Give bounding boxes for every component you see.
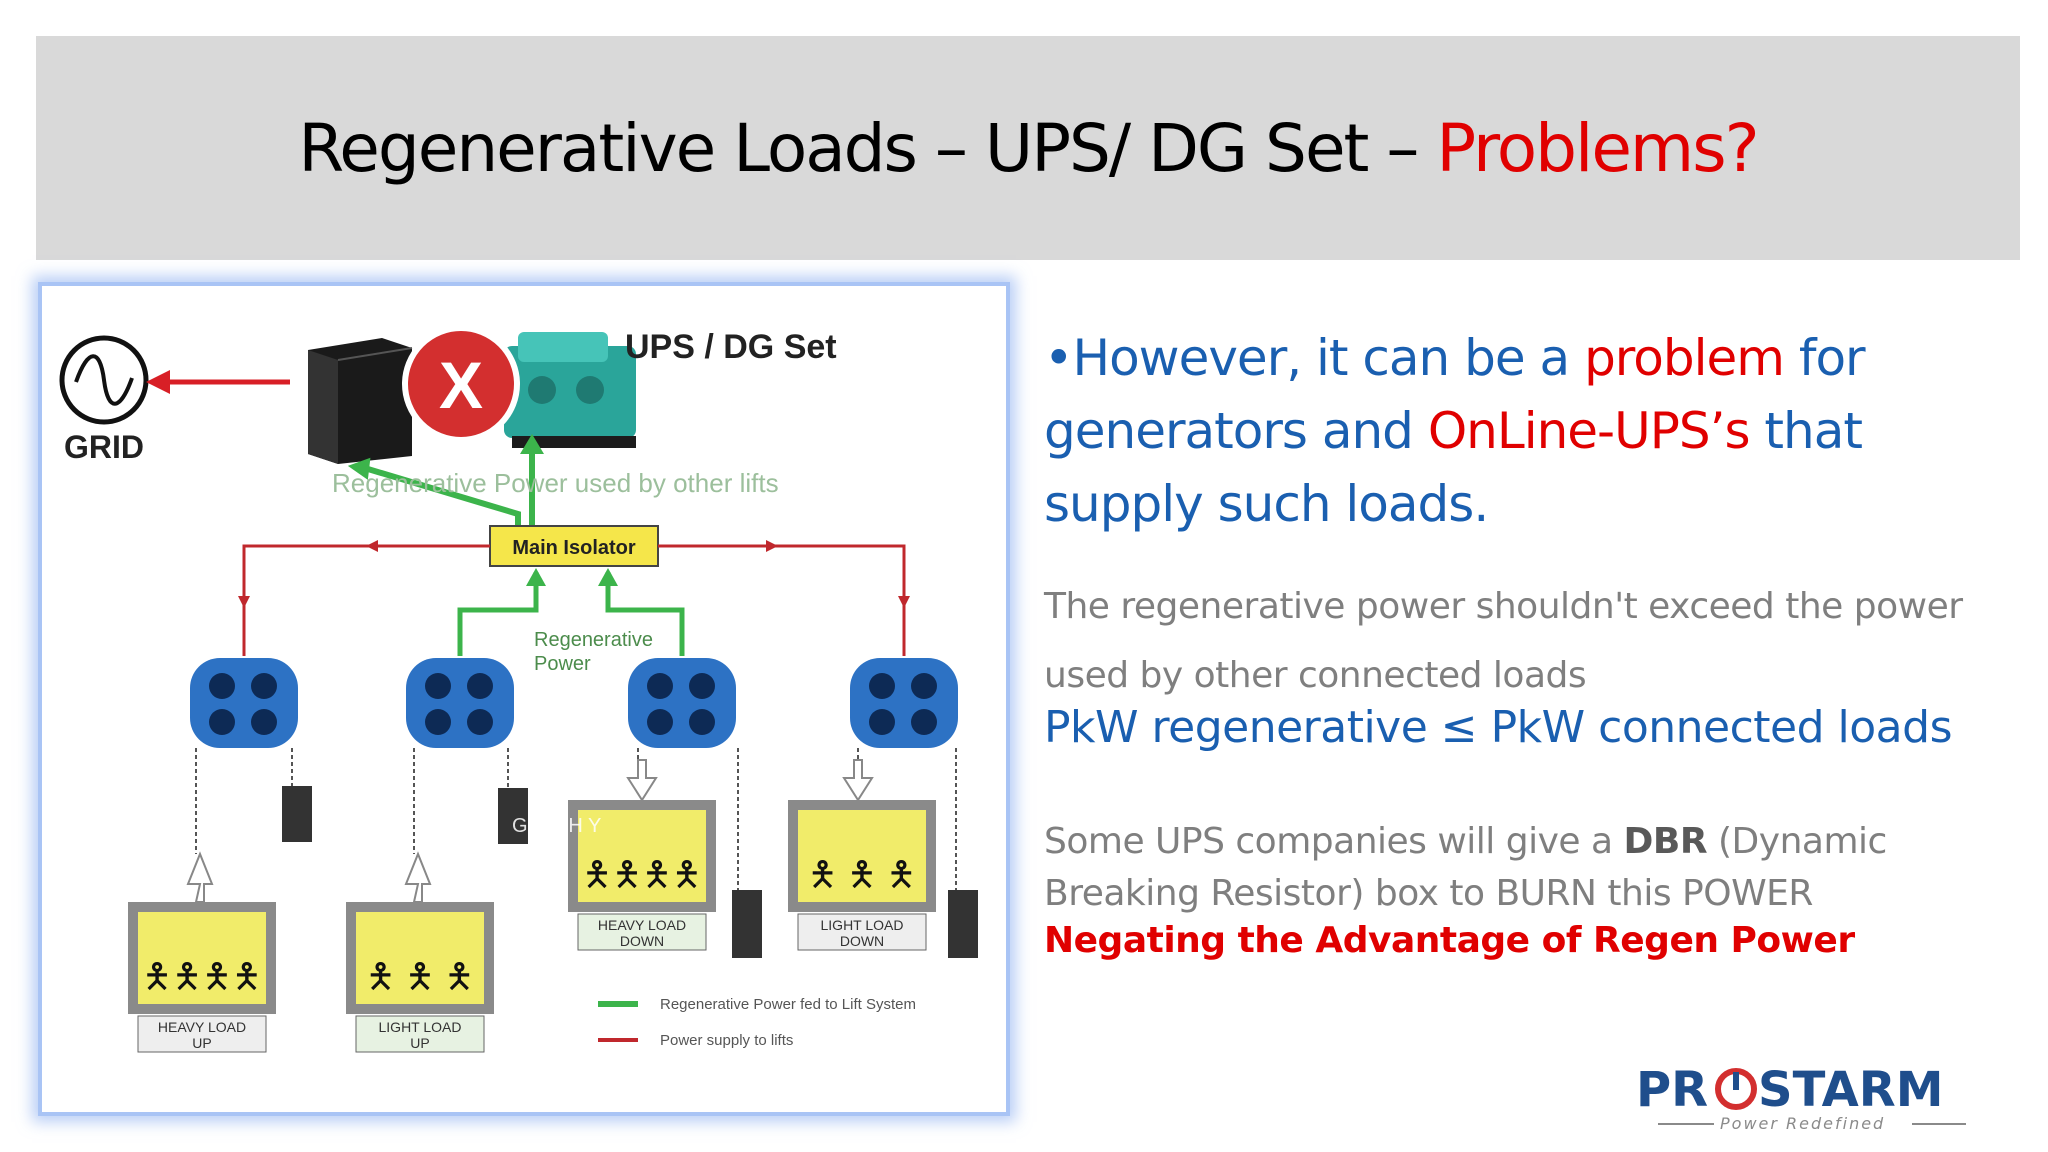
lift-regeneration-diagram: GRID X UPS / DG Set <box>38 282 1010 1116</box>
cabin-label-line2: DOWN <box>620 933 664 949</box>
cabin-heavy-load-down: 🯅🯅🯅🯅 HEAVY LOAD DOWN <box>568 800 716 951</box>
lead-highlight-online-ups: OnLine-UPS’s <box>1427 402 1751 460</box>
lift-motor-icon <box>628 658 736 748</box>
power-inequality: PkW regenerative ≤ PkW connected loads <box>1044 702 1953 753</box>
cabin-heavy-load-up: 🯅🯅🯅🯅 HEAVY LOAD UP <box>128 902 276 1053</box>
negating-advantage-note: Negating the Advantage of Regen Power <box>1044 920 1855 961</box>
ups-cabinet-icon <box>308 338 413 464</box>
cabin-label-line1: HEAVY LOAD <box>598 917 686 933</box>
ups-dg-label: UPS / DG Set <box>625 328 837 366</box>
main-isolator-label: Main Isolator <box>512 537 636 559</box>
dbr-text-1: Some UPS companies will give a <box>1044 821 1624 862</box>
title-highlight: Problems? <box>1436 109 1759 187</box>
svg-text:🯅🯅🯅🯅: 🯅🯅🯅🯅 <box>582 856 702 894</box>
lift-motor-icon <box>850 658 958 748</box>
cabin-label-line2: UP <box>410 1035 429 1051</box>
regen-lines <box>457 572 685 656</box>
legend-regen-label: Regenerative Power fed to Lift System <box>660 996 916 1013</box>
dbr-text-2: (Dynamic Breaking Resistor) box to BURN … <box>1044 821 1887 914</box>
power-button-icon <box>1715 1068 1757 1110</box>
cabin-label-line2: DOWN <box>840 933 884 949</box>
prostarm-logo: PR STARM Power Redefined <box>1636 1062 1966 1133</box>
counterweight-icon <box>282 786 978 958</box>
regen-power-label-line1: Regenerative <box>534 629 653 651</box>
watermark: G A P H Y <box>512 815 601 837</box>
svg-text:🯅 🯅 🯅: 🯅 🯅 🯅 <box>366 958 475 996</box>
cabin-label-line1: HEAVY LOAD <box>158 1019 246 1035</box>
legend-supply-label: Power supply to lifts <box>660 1032 793 1049</box>
regen-arrowheads <box>526 568 618 586</box>
lead-statement: •However, it can be a problem for genera… <box>1044 322 2004 541</box>
slide-title: Regenerative Loads – UPS/ DG Set – Probl… <box>298 109 1759 187</box>
cabin-label-line1: LIGHT LOAD <box>821 917 904 933</box>
svg-text:🯅 🯅 🯅: 🯅 🯅 🯅 <box>808 856 917 894</box>
logo-tagline: Power Redefined <box>1720 1114 1885 1133</box>
svg-text:🯅🯅🯅🯅: 🯅🯅🯅🯅 <box>142 958 262 996</box>
blocked-cross-icon: X <box>402 325 520 443</box>
direction-arrows <box>186 759 874 903</box>
cabin-light-load-up: 🯅 🯅 🯅 LIGHT LOAD UP <box>346 902 494 1053</box>
dbr-bold: DBR <box>1623 821 1708 862</box>
lead-text-2: for generators and <box>1044 329 1866 460</box>
grid-label: GRID <box>64 429 144 465</box>
lead-text-1: •However, it can be a <box>1044 329 1585 387</box>
title-bar: Regenerative Loads – UPS/ DG Set – Probl… <box>36 36 2020 260</box>
main-isolator-box <box>489 525 659 567</box>
cross-symbol: X <box>439 348 483 422</box>
supply-lines <box>242 544 906 656</box>
lift-motor-icon <box>406 658 514 748</box>
lead-highlight-problem: problem <box>1584 329 1785 387</box>
legend: Regenerative Power fed to Lift System Po… <box>598 996 916 1049</box>
title-main: Regenerative Loads – UPS/ DG Set – <box>298 109 1437 187</box>
regen-used-label: Regenerative Power used by other lifts <box>332 468 779 498</box>
export-to-grid-arrow <box>146 370 290 394</box>
regen-power-label-line2: Power <box>534 653 591 675</box>
dbr-paragraph: Some UPS companies will give a DBR (Dyna… <box>1044 816 2004 920</box>
cabin-label-line1: LIGHT LOAD <box>379 1019 462 1035</box>
supply-arrowheads <box>238 540 910 608</box>
lift-motor-icon <box>190 658 298 748</box>
grid-symbol-icon <box>59 335 149 425</box>
diesel-generator-icon <box>504 332 636 448</box>
logo-name-part1: PR <box>1636 1062 1708 1118</box>
cabin-light-load-down: 🯅 🯅 🯅 LIGHT LOAD DOWN <box>788 800 936 951</box>
cabin-label-line2: UP <box>192 1035 211 1051</box>
logo-name-part2: STARM <box>1758 1062 1943 1118</box>
lead-text-3: that supply such loads. <box>1044 402 1863 533</box>
regen-limit-paragraph: The regenerative power shouldn't exceed … <box>1044 586 1963 696</box>
